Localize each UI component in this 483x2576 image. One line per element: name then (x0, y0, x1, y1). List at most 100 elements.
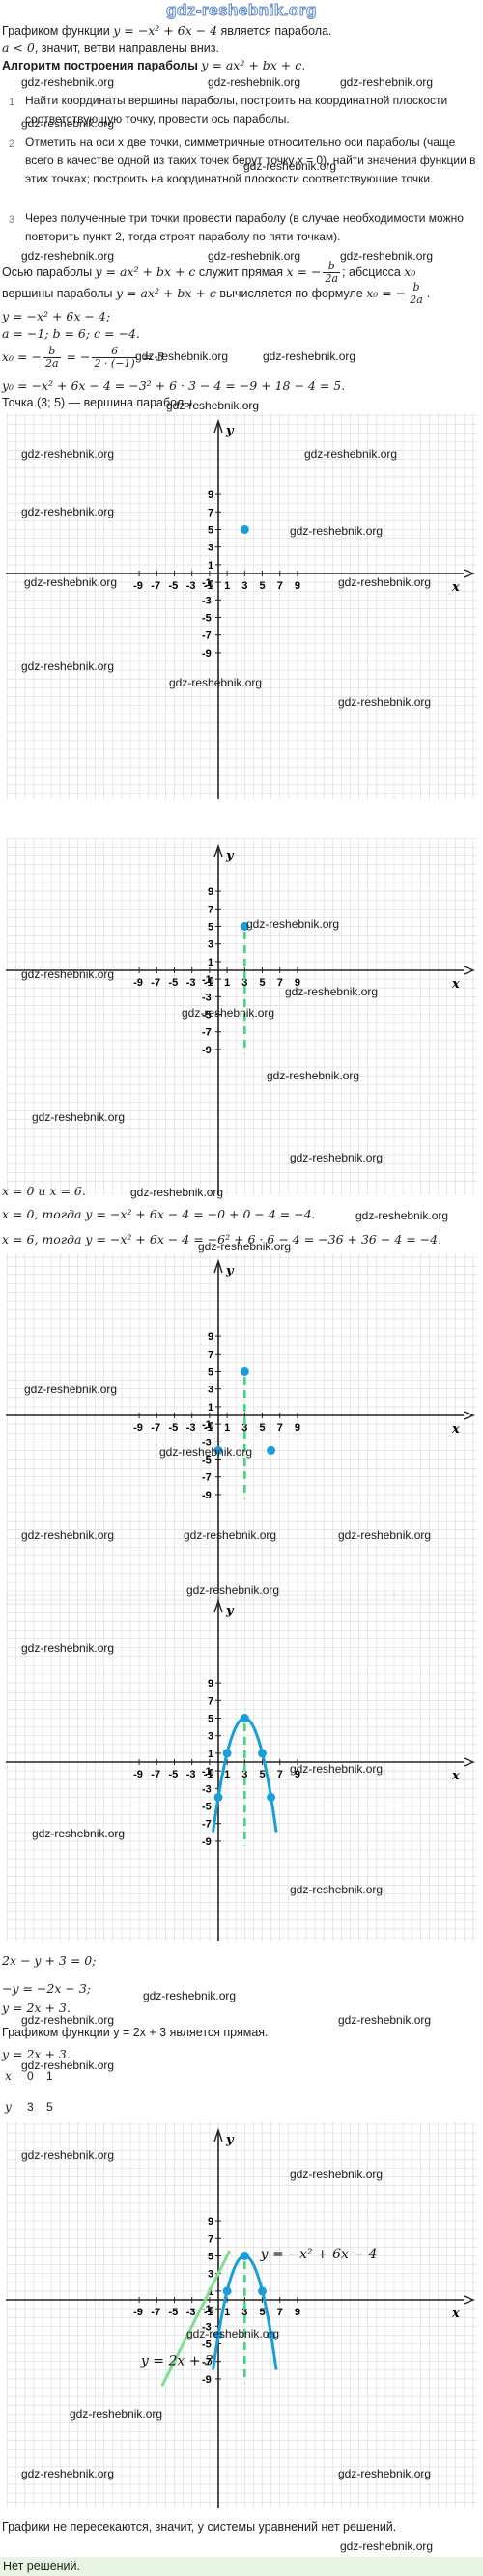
watermark: gdz-reshebnik.org (32, 1110, 126, 1124)
site-logo[interactable]: gdz-reshebnik.org (166, 1, 317, 20)
axis-line-text-suffix: ; абсцисса (342, 265, 405, 279)
point (213, 1445, 223, 1455)
x-axis-label: x (451, 1422, 460, 1437)
y-tick-label: -7 (202, 630, 212, 642)
watermark: gdz-reshebnik.org (338, 575, 432, 589)
y-tick-label: -5 (202, 1802, 212, 1813)
watermark: gdz-reshebnik.org (267, 1069, 360, 1082)
watermark: gdz-reshebnik.org (21, 75, 115, 89)
table-y-label: y (5, 2100, 12, 2114)
intro-condition: a < 0 (2, 41, 35, 55)
y-tick-label: 1 (208, 1402, 213, 1414)
y-tick-label: 9 (208, 886, 213, 898)
watermark: gdz-reshebnik.org (338, 2467, 432, 2480)
watermark: gdz-reshebnik.org (21, 447, 115, 461)
step-number: 3 (9, 214, 15, 226)
watermark: gdz-reshebnik.org (21, 659, 115, 673)
watermark: gdz-reshebnik.org (159, 1445, 253, 1459)
y-tick-label: 7 (208, 2233, 213, 2245)
point (240, 1367, 249, 1376)
step-text: Найти координаты вершины параболы, постр… (25, 94, 448, 126)
fraction-den: 2a (44, 357, 59, 370)
x-tick-label: 5 (260, 580, 266, 592)
grid (6, 1593, 477, 1941)
point (258, 1749, 267, 1758)
watermark: gdz-reshebnik.org (24, 575, 118, 589)
y-tick-label: 1 (208, 957, 213, 968)
answer-text: Нет решений. (3, 2560, 80, 2573)
y-tick-label: 3 (208, 543, 213, 554)
conclusion: Графики не пересекаются, значит, у систе… (2, 2520, 397, 2534)
y-tick-label: -9 (202, 1045, 212, 1056)
axis-line: Осью параболы y = ax² + bx + c служит пр… (2, 261, 415, 285)
point (267, 1792, 276, 1802)
watermark: gdz-reshebnik.org (135, 350, 229, 363)
x-tick-label: 5 (260, 977, 266, 989)
watermark: gdz-reshebnik.org (169, 676, 263, 689)
watermark: gdz-reshebnik.org (21, 2013, 115, 2027)
point (240, 1714, 249, 1722)
y-axis-label: y (225, 1264, 235, 1278)
x-tick-label: 3 (242, 1769, 247, 1780)
watermark: gdz-reshebnik.org (246, 917, 340, 931)
y-tick-label: 5 (208, 1367, 213, 1379)
y-tick-label: 9 (208, 1678, 213, 1690)
x-tick-label: 1 (224, 2307, 230, 2318)
x-axis-label: x (451, 2307, 460, 2321)
y-tick-label: 1 (208, 1749, 213, 1760)
x-tick-label: 1 (224, 1422, 230, 1434)
x0-eq: = − (62, 349, 91, 364)
axis-line-text: Осью параболы (2, 265, 96, 279)
y-tick-label: 9 (208, 2216, 213, 2227)
watermark: gdz-reshebnik.org (21, 2148, 115, 2162)
table-y-value: 3 (27, 2100, 34, 2114)
y-axis-label: y (225, 849, 235, 863)
y-tick-label: -7 (202, 2357, 212, 2368)
y-axis-arrow (213, 843, 223, 858)
x-tick-label: -3 (186, 977, 196, 989)
intro-line-1: Графиком функции y = −x² + 6x − 4 являет… (2, 23, 332, 39)
point (213, 1792, 223, 1802)
y-tick-label: -7 (202, 1472, 212, 1484)
y-tick-label: -3 (202, 1783, 212, 1795)
x-tick-label: 3 (242, 2307, 247, 2318)
x-axis-arrow (463, 2295, 475, 2305)
axis-line-x0: x₀ (404, 264, 416, 279)
point (222, 1749, 232, 1758)
y-tick-label: -3 (202, 2321, 212, 2333)
vertex-line-text-mid: вычисляется по формуле (215, 286, 367, 300)
line-eq-1: 2x − y + 3 = 0; (2, 1953, 97, 1968)
x-tick-label: -3 (186, 1769, 196, 1780)
watermark: gdz-reshebnik.org (24, 1383, 118, 1396)
y-tick-label: 5 (208, 922, 213, 934)
table-y-value: 5 (46, 2100, 53, 2114)
y-tick-label: -9 (202, 1836, 212, 1848)
watermark: gdz-reshebnik.org (290, 2168, 384, 2181)
table-x-value: 1 (46, 2069, 53, 2083)
watermark: gdz-reshebnik.org (166, 399, 260, 412)
origin-label: 0 (209, 579, 214, 590)
x-axis-label: x (451, 1769, 460, 1783)
x-eq-6: x = 6 (2, 1232, 35, 1246)
y-tick-label: 7 (208, 1349, 213, 1360)
origin-label: 0 (209, 2306, 214, 2316)
watermark: gdz-reshebnik.org (32, 1827, 126, 1840)
y-tick-label: 9 (208, 490, 213, 501)
intro-line-2: a < 0, значит, ветви направлены вниз. (2, 41, 219, 56)
point (267, 2330, 276, 2339)
x-tick-label: -9 (133, 977, 143, 989)
x-tick-label: -9 (133, 1422, 143, 1434)
x-tick-label: 7 (277, 977, 283, 989)
y-axis-arrow (213, 2127, 223, 2142)
y-axis-label: y (225, 424, 235, 438)
x-axis-arrow (463, 966, 475, 975)
y-axis-label: y (225, 2133, 235, 2147)
line-graph (160, 2250, 232, 2387)
x-tick-label: 3 (242, 977, 247, 989)
x-tick-label: 9 (295, 1422, 300, 1434)
x0-result: = 3 (138, 349, 165, 364)
point (240, 922, 249, 931)
x6-value-calc: x = 6, тогда y = −x² + 6x − 4 = −6² + 6 … (2, 1232, 441, 1247)
